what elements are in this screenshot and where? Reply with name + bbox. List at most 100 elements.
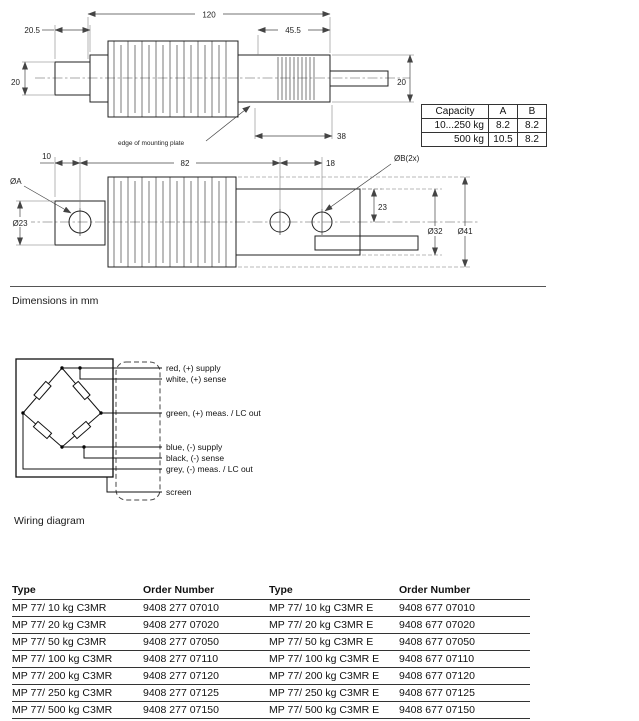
capacity-row: 500 kg 10.5 8.2 [421, 132, 547, 147]
type-cell: MP 77/ 10 kg C3MR [12, 599, 143, 617]
side-view-dimensions: 120 20.5 45.5 20 20 38 [11, 8, 414, 147]
capacity-cell: 500 kg [421, 132, 489, 147]
type-cell: MP 77/ 250 kg C3MR [12, 684, 143, 702]
order-number-cell: 9408 677 07125 [399, 684, 530, 702]
table-row: MP 77/ 500 kg C3MR 9408 277 07150 MP 77/… [12, 701, 530, 719]
dim-right-height: 20 [397, 78, 406, 87]
order-number-cell: 9408 677 07020 [399, 616, 530, 634]
strain-gauge [71, 420, 92, 440]
wire-label-black: black, (-) sense [166, 453, 224, 463]
type-cell: MP 77/ 50 kg C3MR [12, 633, 143, 651]
dim-center-height: 23 [378, 203, 387, 212]
order-number-cell: 9408 677 07110 [399, 650, 530, 668]
type-cell: MP 77/ 20 kg C3MR E [269, 616, 399, 634]
wire-label-blue: blue, (-) supply [166, 442, 223, 452]
dim-left-height: 20 [11, 78, 20, 87]
dim-right-length: 45.5 [285, 26, 301, 35]
capacity-cell: 10...250 kg [421, 118, 489, 133]
order-number-col-header: Order Number [143, 582, 269, 600]
b-cell: 8.2 [517, 132, 547, 147]
edge-note: edge of mounting plate [118, 140, 185, 147]
hole-crosses [79, 208, 323, 236]
dim-dia-23: Ø23 [12, 219, 28, 228]
order-number-cell: 9408 277 07150 [143, 701, 269, 719]
dim-hole-offset: 10 [42, 152, 51, 161]
label-dia-a: ØA [10, 177, 22, 186]
order-number-cell: 9408 677 07150 [399, 701, 530, 719]
type-cell: MP 77/ 20 kg C3MR [12, 616, 143, 634]
type-cell: MP 77/ 100 kg C3MR E [269, 650, 399, 668]
wire-labels: red, (+) supply white, (+) sense green, … [165, 363, 261, 497]
bridge-box [15, 358, 114, 478]
dim-overall-length: 120 [202, 11, 216, 20]
capacity-col-header: Capacity [421, 104, 489, 119]
label-hole-b: ØB(2x) [394, 154, 420, 163]
wiring-diagram: red, (+) supply white, (+) sense green, … [15, 358, 261, 501]
table-row: MP 77/ 50 kg C3MR 9408 277 07050 MP 77/ … [12, 633, 530, 651]
table-row: MP 77/ 200 kg C3MR 9408 277 07120 MP 77/… [12, 667, 530, 685]
type-cell: MP 77/ 50 kg C3MR E [269, 633, 399, 651]
dimension-drawing: 120 20.5 45.5 20 20 38 [10, 8, 480, 268]
order-number-cell: 9408 277 07010 [143, 599, 269, 617]
capacity-table: Capacity A B 10...250 kg 8.2 8.2 500 kg … [421, 104, 547, 147]
wire-label-green: green, (+) meas. / LC out [166, 408, 261, 418]
wire-label-grey: grey, (-) meas. / LC out [166, 464, 253, 474]
wire-label-red: red, (+) supply [166, 363, 221, 373]
a-cell: 10.5 [488, 132, 518, 147]
a-cell: 8.2 [488, 118, 518, 133]
order-number-col-header: Order Number [399, 582, 530, 600]
capacity-header-row: Capacity A B [421, 104, 547, 119]
section-divider [10, 286, 546, 287]
b-cell: 8.2 [517, 118, 547, 133]
order-header-row: Type Order Number Type Order Number [12, 582, 530, 600]
order-table: Type Order Number Type Order Number MP 7… [12, 582, 530, 719]
wire-label-white: white, (+) sense [165, 374, 227, 384]
dim-dia-41: Ø41 [457, 227, 473, 236]
bellows-ribs-2 [113, 177, 227, 267]
wire-screen [106, 477, 162, 493]
a-col-header: A [488, 104, 518, 119]
strain-gauge [72, 380, 91, 401]
order-number-cell: 9408 277 07125 [143, 684, 269, 702]
order-number-cell: 9408 277 07020 [143, 616, 269, 634]
type-col-header: Type [269, 582, 399, 600]
dimensions-caption: Dimensions in mm [12, 295, 99, 307]
order-number-cell: 9408 277 07110 [143, 650, 269, 668]
cable-sheath [115, 361, 161, 501]
dim-hole-spacing: 82 [181, 159, 190, 168]
table-row: MP 77/ 250 kg C3MR 9408 277 07125 MP 77/… [12, 684, 530, 702]
wires [22, 367, 162, 493]
order-number-cell: 9408 677 07050 [399, 633, 530, 651]
wire-white [79, 368, 162, 380]
dim-hole-pitch: 18 [326, 159, 335, 168]
order-number-cell: 9408 277 07050 [143, 633, 269, 651]
table-row: MP 77/ 100 kg C3MR 9408 277 07110 MP 77/… [12, 650, 530, 668]
type-cell: MP 77/ 200 kg C3MR [12, 667, 143, 685]
wiring-caption: Wiring diagram [14, 515, 85, 527]
order-number-cell: 9408 677 07010 [399, 599, 530, 617]
type-cell: MP 77/ 200 kg C3MR E [269, 667, 399, 685]
dim-left-length: 20.5 [24, 26, 40, 35]
wire-label-screen: screen [166, 487, 192, 497]
wire-grey [22, 413, 162, 470]
order-number-cell: 9408 277 07120 [143, 667, 269, 685]
capacity-row: 10...250 kg 8.2 8.2 [421, 118, 547, 133]
b-col-header: B [517, 104, 547, 119]
side-view [35, 40, 410, 118]
order-number-cell: 9408 677 07120 [399, 667, 530, 685]
table-row: MP 77/ 10 kg C3MR 9408 277 07010 MP 77/ … [12, 599, 530, 617]
strain-gauge [32, 420, 53, 440]
dim-dia-32: Ø32 [427, 227, 443, 236]
type-cell: MP 77/ 500 kg C3MR [12, 701, 143, 719]
bellows-ribs [113, 41, 227, 117]
type-cell: MP 77/ 10 kg C3MR E [269, 599, 399, 617]
strain-gauge [33, 380, 52, 401]
thread-hatch [277, 57, 315, 100]
plan-view [25, 176, 480, 268]
table-row: MP 77/ 20 kg C3MR 9408 277 07020 MP 77/ … [12, 616, 530, 634]
type-cell: MP 77/ 500 kg C3MR E [269, 701, 399, 719]
type-cell: MP 77/ 100 kg C3MR [12, 650, 143, 668]
type-cell: MP 77/ 250 kg C3MR E [269, 684, 399, 702]
type-col-header: Type [12, 582, 143, 600]
